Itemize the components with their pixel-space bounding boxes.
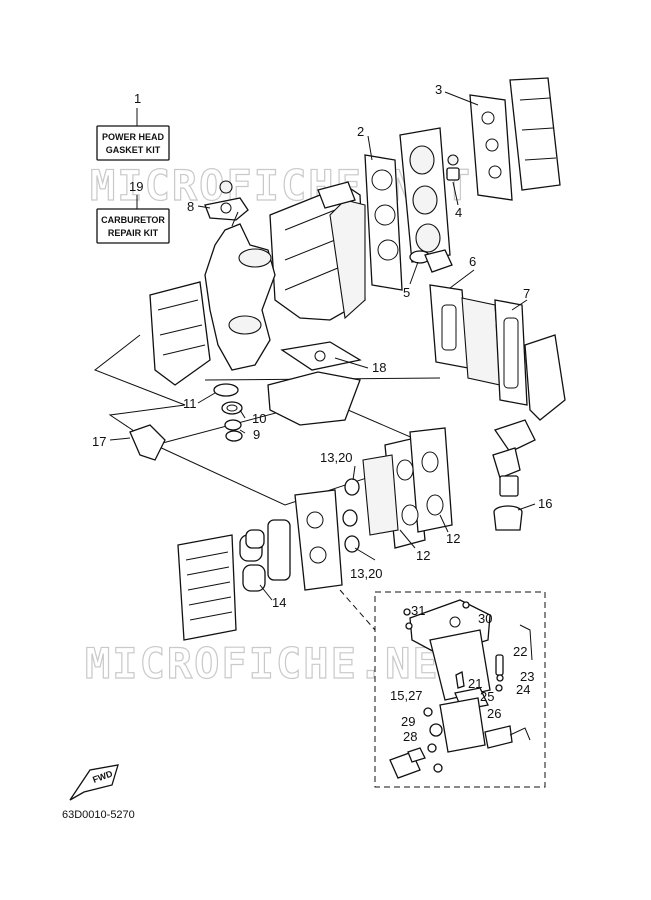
- carburetor-repair-kit[interactable]: 19 CARBURETOR REPAIR KIT: [96, 179, 170, 244]
- part-4-thermostat[interactable]: [446, 154, 460, 181]
- callout-7: 7: [523, 286, 530, 301]
- kit-1-line1: POWER HEAD: [102, 132, 165, 142]
- fuel-valve-assembly[interactable]: [492, 419, 536, 479]
- part-23-24-screws[interactable]: [495, 674, 504, 692]
- frame-lines-left: [93, 334, 186, 446]
- part-14-gaskets[interactable]: [239, 519, 291, 592]
- part-31-screw[interactable]: [403, 601, 470, 630]
- power-head-gasket-kit[interactable]: 1 POWER HEAD GASKET KIT: [96, 91, 170, 161]
- part-10-oil-seal[interactable]: [221, 401, 243, 415]
- kit-1-line2: GASKET KIT: [106, 145, 161, 155]
- intake-manifold[interactable]: [294, 489, 343, 591]
- callout-25: 25: [480, 689, 494, 704]
- part-6-exhaust-gasket[interactable]: [429, 284, 469, 369]
- part-5-cover[interactable]: [409, 249, 453, 273]
- callout-12b: 12: [446, 531, 460, 546]
- callout-28: 28: [403, 729, 417, 744]
- callout-30: 30: [478, 611, 492, 626]
- part-26-gasket[interactable]: [439, 697, 486, 753]
- carburetor-body[interactable]: [429, 629, 504, 701]
- part-7-exhaust-gasket[interactable]: [494, 299, 528, 406]
- fwd-arrow-icon: FWD: [69, 764, 119, 801]
- callout-26: 26: [487, 706, 501, 721]
- part-18-gasket[interactable]: [280, 341, 362, 371]
- callout-15-27: 15,27: [390, 688, 423, 703]
- carburetor-lower-parts[interactable]: [389, 725, 531, 779]
- callout-3: 3: [435, 82, 442, 97]
- exhaust-cover-right[interactable]: [524, 334, 566, 421]
- crankcase[interactable]: [269, 181, 366, 321]
- part-16-filter[interactable]: [493, 475, 523, 531]
- cylinder-head[interactable]: [399, 127, 451, 263]
- part-9-oil-seal[interactable]: [224, 419, 243, 442]
- callout-22: 22: [513, 644, 527, 659]
- callout-9: 9: [253, 427, 260, 442]
- head-cover[interactable]: [509, 77, 561, 191]
- callout-21: 21: [468, 676, 482, 691]
- kit-1-number: 1: [134, 91, 141, 106]
- callout-11: 11: [183, 396, 197, 411]
- callout-6: 6: [469, 254, 476, 269]
- part-11-o-ring[interactable]: [213, 383, 239, 397]
- kit-19-line1: CARBURETOR: [101, 215, 165, 225]
- kit-19-number: 19: [129, 179, 143, 194]
- callout-10: 10: [252, 411, 266, 426]
- callout-13-20-lower: 13,20: [350, 566, 383, 581]
- part-2-head-gasket[interactable]: [364, 154, 403, 291]
- callout-4: 4: [455, 205, 462, 220]
- leader-lines: [109, 91, 536, 601]
- exhaust-cover-left[interactable]: [149, 281, 211, 386]
- diagram-code: 63D0010-5270: [62, 809, 135, 821]
- exhaust-inner-plate[interactable]: [461, 297, 501, 386]
- callout-24: 24: [516, 682, 530, 697]
- callout-8: 8: [187, 199, 194, 214]
- watermark-bottom: MICROFICHE.NET: [85, 639, 467, 688]
- silencer[interactable]: [177, 534, 237, 641]
- part-13-20-gasket-upper[interactable]: [344, 478, 360, 496]
- callout-14: 14: [272, 595, 286, 610]
- leader-carb: [339, 589, 376, 631]
- callout-17: 17: [92, 434, 106, 449]
- callout-2: 2: [357, 124, 364, 139]
- callout-29: 29: [401, 714, 415, 729]
- part-22-jet[interactable]: [519, 624, 533, 661]
- part-28-29-valve[interactable]: [423, 707, 443, 753]
- callout-31: 31: [411, 603, 425, 618]
- reed-valve[interactable]: [362, 454, 399, 536]
- part-17-bracket[interactable]: [129, 424, 166, 461]
- crankshaft[interactable]: [204, 211, 276, 371]
- callout-12a: 12: [416, 548, 430, 563]
- callout-5: 5: [403, 285, 410, 300]
- callout-23: 23: [520, 669, 534, 684]
- callout-18: 18: [372, 360, 386, 375]
- callout-13-20-upper: 13,20: [320, 450, 353, 465]
- lower-case[interactable]: [267, 371, 361, 426]
- kit-19-line2: REPAIR KIT: [108, 228, 159, 238]
- carburetor-detail-box: [374, 591, 546, 788]
- callout-16: 16: [538, 496, 552, 511]
- part-13-20-gasket-lower[interactable]: [342, 509, 360, 553]
- part-21-needle[interactable]: [455, 671, 465, 689]
- part-3-cover-gasket[interactable]: [469, 94, 513, 201]
